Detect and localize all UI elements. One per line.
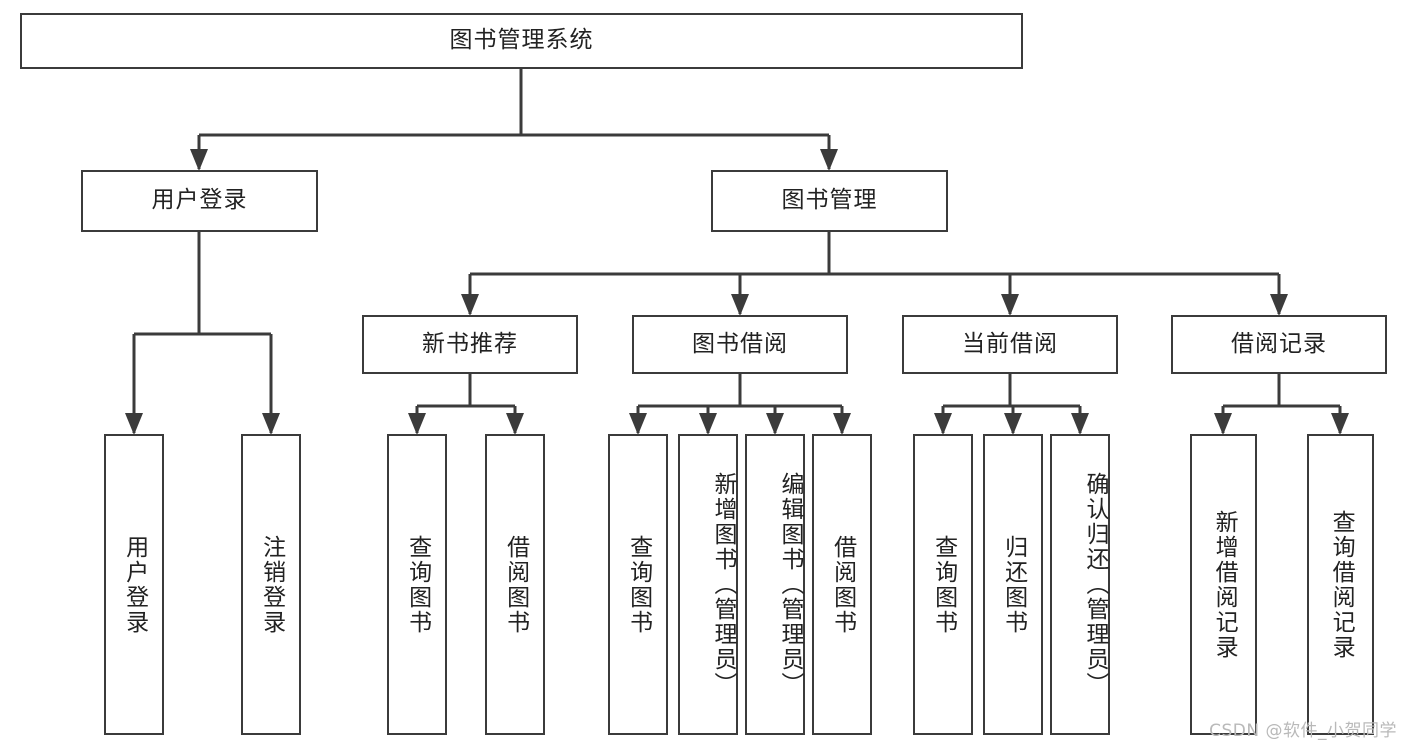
node-current-borrow[interactable]: 当前借阅	[902, 315, 1118, 374]
leaf-query-borrow-record-label: 查询借阅记录	[1328, 509, 1355, 660]
leaf-query-book-current[interactable]: 查询图书	[913, 434, 973, 735]
leaf-query-book-current-label: 查询图书	[930, 534, 957, 635]
csdn-watermark: CSDN @软件_小贺同学	[1209, 721, 1397, 741]
node-root[interactable]: 图书管理系统	[20, 13, 1023, 69]
leaf-user-login[interactable]: 用户登录	[104, 434, 164, 735]
leaf-logout-login[interactable]: 注销登录	[241, 434, 301, 735]
leaf-confirm-return-admin-label: 确认归还（管理员）	[1082, 472, 1108, 697]
leaf-confirm-return-admin[interactable]: 确认归还（管理员）	[1050, 434, 1110, 735]
leaf-user-login-label: 用户登录	[121, 534, 148, 635]
node-borrow-record-label: 借阅记录	[1231, 330, 1327, 357]
node-current-borrow-label: 当前借阅	[962, 330, 1058, 357]
leaf-return-book[interactable]: 归还图书	[983, 434, 1043, 735]
leaf-query-book-recommend[interactable]: 查询图书	[387, 434, 447, 735]
node-book-management-label: 图书管理	[781, 187, 878, 214]
leaf-return-book-label: 归还图书	[1000, 534, 1027, 635]
leaf-borrow-book[interactable]: 借阅图书	[812, 434, 872, 735]
leaf-add-book-admin-label: 新增图书（管理员）	[710, 472, 736, 697]
leaf-borrow-book-recommend[interactable]: 借阅图书	[485, 434, 545, 735]
leaf-logout-login-label: 注销登录	[258, 534, 285, 635]
leaf-query-book-recommend-label: 查询图书	[404, 534, 431, 635]
node-borrow-record[interactable]: 借阅记录	[1171, 315, 1387, 374]
node-book-borrow-label: 图书借阅	[692, 330, 788, 357]
leaf-add-borrow-record[interactable]: 新增借阅记录	[1190, 434, 1257, 735]
leaf-query-book-borrow[interactable]: 查询图书	[608, 434, 668, 735]
node-new-book-recommend-label: 新书推荐	[422, 330, 518, 357]
node-user-login[interactable]: 用户登录	[81, 170, 318, 232]
node-book-management[interactable]: 图书管理	[711, 170, 948, 232]
leaf-borrow-book-recommend-label: 借阅图书	[502, 534, 529, 635]
leaf-query-borrow-record[interactable]: 查询借阅记录	[1307, 434, 1374, 735]
node-user-login-label: 用户登录	[151, 187, 248, 214]
node-new-book-recommend[interactable]: 新书推荐	[362, 315, 578, 374]
node-book-borrow[interactable]: 图书借阅	[632, 315, 848, 374]
leaf-add-book-admin[interactable]: 新增图书（管理员）	[678, 434, 738, 735]
leaf-edit-book-admin-label: 编辑图书（管理员）	[777, 472, 803, 697]
leaf-borrow-book-label: 借阅图书	[829, 534, 856, 635]
leaf-edit-book-admin[interactable]: 编辑图书（管理员）	[745, 434, 805, 735]
leaf-add-borrow-record-label: 新增借阅记录	[1211, 509, 1238, 660]
leaf-query-book-borrow-label: 查询图书	[625, 534, 652, 635]
node-root-label: 图书管理系统	[449, 27, 594, 54]
